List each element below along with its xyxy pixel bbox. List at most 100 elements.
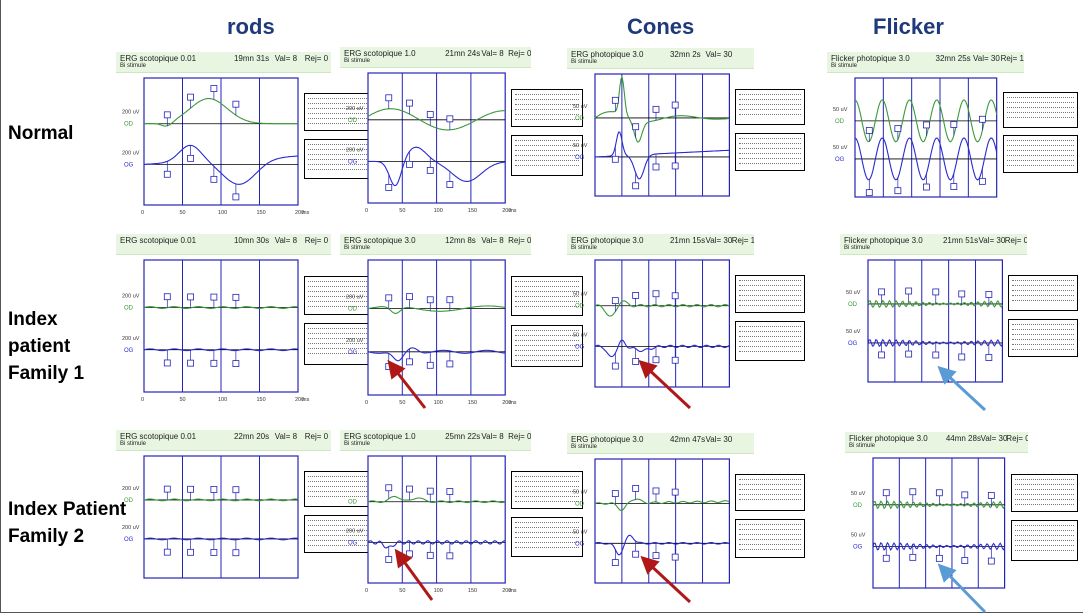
- table-row: [515, 111, 579, 115]
- table-row: [739, 297, 801, 302]
- table-row: [1006, 147, 1074, 152]
- panel-title: Flicker photopique 3.0: [831, 54, 910, 63]
- x-tick-label: 200: [502, 588, 511, 594]
- table-row: [308, 303, 385, 307]
- panel-time: 12mn 8s: [445, 236, 476, 245]
- panel-time: 44mn 28s: [945, 434, 981, 443]
- table-row: [515, 544, 579, 548]
- table-row: [1014, 491, 1074, 495]
- channel-label: OD: [124, 122, 134, 128]
- marker-box: [426, 111, 434, 118]
- table-row: [1006, 109, 1074, 114]
- table-row: [1014, 522, 1074, 527]
- row-label-line: patient: [8, 336, 71, 357]
- marker-box: [909, 488, 917, 496]
- table-row: [515, 152, 579, 157]
- measurement-table: [735, 320, 805, 362]
- amplitude-label: 200 uV: [122, 294, 140, 300]
- x-tick-label: 150: [257, 210, 266, 216]
- x-tick-label: 200: [295, 210, 304, 216]
- marker-box: [923, 183, 930, 191]
- trace-od: [367, 495, 506, 504]
- marker-box: [611, 559, 619, 566]
- table-row: [515, 524, 579, 528]
- panel-rej: Rej= 0: [304, 236, 329, 245]
- table-row: [1012, 297, 1074, 301]
- table-row: [739, 526, 801, 530]
- row-label-line: Normal: [8, 123, 74, 144]
- marker-box: [611, 155, 619, 163]
- marker-box: [632, 485, 640, 492]
- trace-od: [594, 75, 730, 143]
- panel-time: 42mn 47s: [669, 435, 706, 444]
- marker-box: [611, 297, 619, 305]
- channel-label: OD: [575, 304, 585, 310]
- marker-box: [426, 296, 434, 304]
- channel-label: OG: [348, 540, 358, 546]
- channel-label: OD: [124, 498, 134, 504]
- amplitude-label: 200 uV: [346, 106, 364, 112]
- table-row: [308, 350, 385, 355]
- table-row: [739, 536, 801, 540]
- panel-rej: Rej= 0: [508, 432, 532, 441]
- x-tick-label: 50: [399, 588, 405, 594]
- marker-box: [406, 160, 413, 168]
- measurement-table: [511, 135, 583, 177]
- amplitude-label: 200 uV: [346, 295, 364, 301]
- table-row: [515, 142, 579, 147]
- marker-box: [978, 115, 986, 123]
- measurement-table: [1002, 135, 1078, 173]
- marker-box: [652, 105, 660, 113]
- table-row: [739, 111, 801, 115]
- marker-box: [163, 485, 171, 493]
- panel-val: Val= 8: [274, 432, 298, 441]
- panel-title: ERG scotopique 3.0: [344, 236, 416, 245]
- marker-box: [187, 548, 194, 556]
- table-row: [308, 161, 385, 165]
- table-row: [515, 162, 579, 167]
- marker-box: [632, 292, 640, 299]
- panel-time: 21mn 15s: [669, 236, 706, 245]
- marker-box: [878, 288, 885, 296]
- table-row: [1012, 292, 1074, 296]
- marker-box: [446, 181, 454, 188]
- marker-box: [385, 484, 393, 492]
- table-row: [1006, 114, 1074, 119]
- marker-box: [882, 554, 890, 562]
- measurement-table: [735, 88, 805, 125]
- table-row: [1006, 157, 1074, 162]
- table-row: [1006, 142, 1074, 147]
- marker-box: [187, 359, 194, 367]
- trace-od: [143, 498, 299, 502]
- marker-box: [882, 489, 890, 497]
- amplitude-label: 50 uV: [573, 292, 588, 298]
- channel-label: OD: [348, 500, 358, 506]
- measurement-table: [1008, 274, 1078, 311]
- trace-og: [143, 348, 299, 352]
- marker-box: [446, 488, 454, 495]
- marker-box: [406, 485, 413, 493]
- panel-title: Flicker photopique 3.0: [849, 434, 928, 443]
- marker-box: [978, 177, 986, 185]
- table-row: [1014, 476, 1074, 480]
- amplitude-label: 50 uV: [846, 329, 861, 335]
- channel-label: OG: [124, 348, 134, 354]
- marker-box: [232, 293, 240, 301]
- marker-box: [905, 350, 913, 358]
- table-row: [739, 333, 801, 337]
- panel-stim: Bi stimule: [344, 58, 371, 64]
- table-row: [515, 534, 579, 538]
- channel-label: OG: [848, 341, 858, 347]
- table-row: [1014, 542, 1074, 547]
- table-row: [739, 323, 801, 327]
- marker-box: [210, 549, 218, 556]
- amplitude-label: 200 uV: [346, 147, 364, 153]
- x-tick-label: 100: [218, 397, 227, 403]
